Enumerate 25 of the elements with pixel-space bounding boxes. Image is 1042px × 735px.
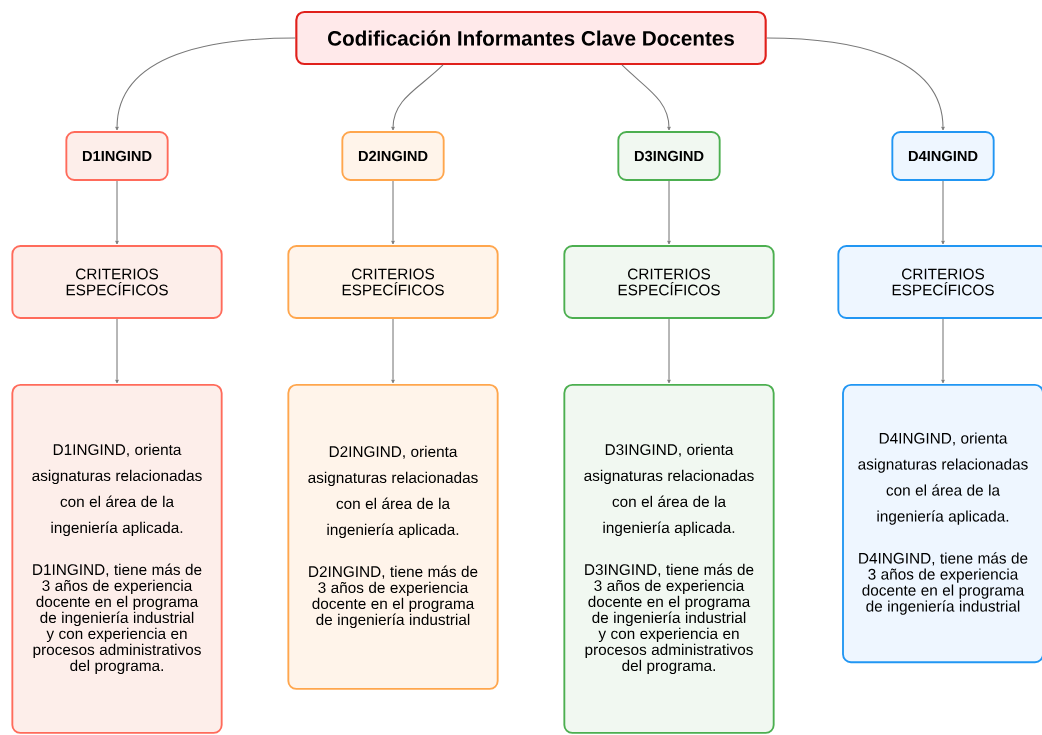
arrow <box>391 180 395 245</box>
code-box: D4INGIND <box>891 131 995 181</box>
arrow <box>115 318 119 384</box>
criteria-box: CRITERIOS ESPECÍFICOS <box>11 245 223 319</box>
description-box: D1INGIND, orienta asignaturas relacionadas con el área de la ingeniería aplicada. D1INGIND, tiene más de 3 años de experiencia docente en el programa de ingeniería industrial y con experiencia en procesos administrativos del programa. <box>11 384 223 734</box>
description-box: D4INGIND, orienta asignaturas relacionadas con el área de la ingeniería aplicada. D4INGIND, tiene más de 3 años de experiencia docente en el programa de ingeniería industrial <box>842 384 1042 664</box>
code-box: D1INGIND <box>65 131 169 181</box>
arrow <box>667 318 671 384</box>
arrow <box>941 318 945 384</box>
arrow <box>621 64 671 131</box>
criteria-box: CRITERIOS ESPECÍFICOS <box>563 245 775 319</box>
description-box: D3INGIND, orienta asignaturas relacionadas con el área de la ingeniería aplicada. D3INGIND, tiene más de 3 años de experiencia docente en el programa de ingeniería industrial y con experiencia en procesos administrativos del programa. <box>563 384 775 734</box>
arrow <box>667 180 671 245</box>
arrow <box>766 37 945 131</box>
title-box: Codificación Informantes Clave Docentes <box>295 10 767 66</box>
criteria-box: CRITERIOS ESPECÍFICOS <box>287 245 499 319</box>
code-box: D2INGIND <box>341 131 445 181</box>
arrow <box>115 37 296 131</box>
arrow <box>391 64 444 131</box>
description-box: D2INGIND, orienta asignaturas relacionadas con el área de la ingeniería aplicada. D2INGIND, tiene más de 3 años de experiencia docente en el programa de ingeniería industrial <box>287 384 499 690</box>
arrow <box>391 318 395 384</box>
arrow <box>115 180 119 245</box>
criteria-box: CRITERIOS ESPECÍFICOS <box>837 245 1042 319</box>
code-box: D3INGIND <box>617 131 721 181</box>
arrow <box>941 180 945 245</box>
